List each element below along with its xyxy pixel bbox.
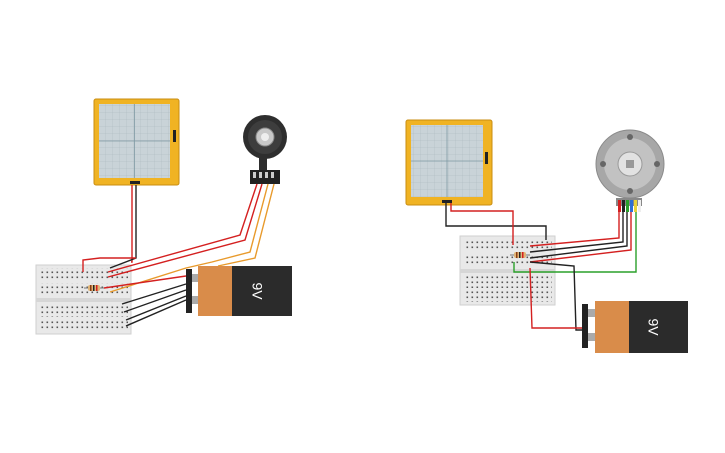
encoder-motor-left[interactable] [243, 115, 287, 184]
oscilloscope-left[interactable] [93, 98, 180, 186]
right-circuit: 9V [405, 119, 688, 353]
resistor-left[interactable] [84, 285, 104, 291]
oscilloscope-right[interactable] [405, 119, 493, 206]
battery-right[interactable]: 9V [582, 301, 688, 353]
battery-left[interactable]: 9V [186, 266, 292, 316]
battery-label-left: 9V [249, 282, 265, 300]
dc-motor-right[interactable] [595, 129, 665, 212]
resistor-right[interactable] [510, 252, 530, 258]
breadboard-right[interactable] [459, 235, 556, 306]
left-circuit: 9V [35, 98, 292, 335]
battery-label-right: 9V [645, 318, 661, 336]
wires-right [445, 203, 637, 331]
wires-left [82, 183, 275, 327]
